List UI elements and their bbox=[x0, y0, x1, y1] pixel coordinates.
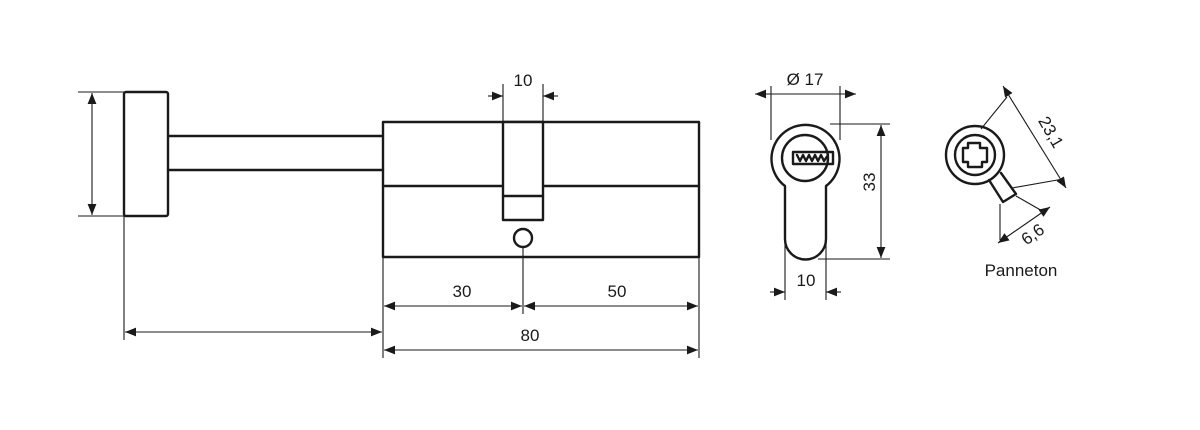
cam-thickness-label: 6,6 bbox=[1018, 220, 1048, 249]
cam-thickness-dim-line bbox=[997, 206, 1051, 244]
cam-slot bbox=[501, 120, 545, 222]
fixing-screw-hole bbox=[512, 227, 534, 249]
cam-diameter-dim-line bbox=[1002, 85, 1067, 189]
side-view bbox=[122, 90, 701, 259]
height-label: 33 bbox=[860, 173, 879, 192]
front-view bbox=[770, 123, 841, 261]
left-length-label: 30 bbox=[453, 282, 472, 301]
cylinder-profile bbox=[770, 123, 841, 261]
knob-shaft bbox=[166, 134, 385, 172]
lever-width-label: 10 bbox=[514, 71, 533, 90]
total-length-label: 80 bbox=[521, 326, 540, 345]
keyway-plug bbox=[780, 133, 830, 183]
bottom-width-label: 10 bbox=[797, 271, 816, 290]
cam-inner-ring bbox=[953, 133, 997, 177]
key-profile-icon bbox=[791, 150, 835, 166]
right-length-label: 50 bbox=[608, 282, 627, 301]
front-diameter-label: Ø 17 bbox=[787, 70, 824, 89]
cam-view bbox=[944, 124, 1018, 204]
thumb-knob bbox=[122, 90, 170, 218]
side-view-dimensions: 10 30 50 80 bbox=[78, 71, 700, 358]
cam-hub bbox=[961, 141, 989, 169]
front-view-dimensions: Ø 17 33 10 bbox=[755, 70, 890, 300]
cam-caption: Panneton bbox=[985, 261, 1058, 280]
cam-view-dimensions: 23,1 6,6 Panneton bbox=[980, 85, 1067, 280]
